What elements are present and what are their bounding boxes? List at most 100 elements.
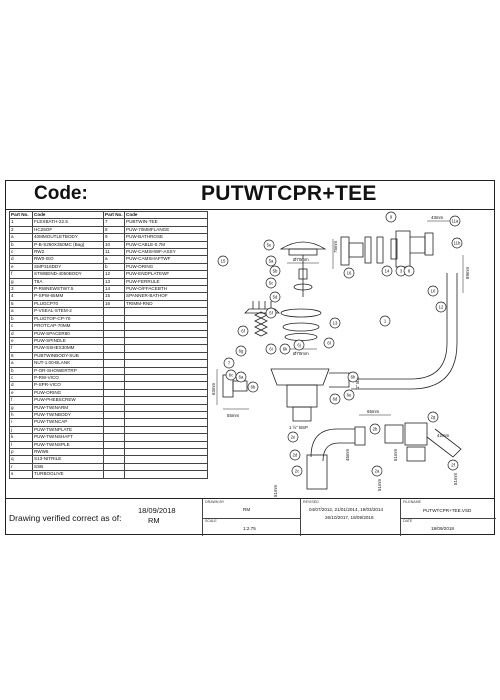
verified-text: Drawing verified correct as of: (9, 513, 122, 523)
trim-ring (376, 236, 384, 264)
part-number-cell: b (103, 262, 125, 272)
callout-label-5c: 5c (269, 281, 273, 286)
tee-branch (426, 428, 462, 458)
part-code-cell (124, 351, 208, 361)
part-number-cell (103, 403, 125, 412)
callout-label-16: 16 (347, 271, 352, 276)
part-code-cell: P-SPR-VICO (32, 381, 104, 390)
callout-circle-2e (287, 431, 299, 443)
callout-label-3: 3 (400, 269, 403, 274)
part-code-cell: RWW6 (32, 447, 104, 457)
part-number-cell (103, 418, 125, 427)
callout-circle-6k (279, 343, 291, 355)
part-code-cell (124, 433, 208, 442)
callout-circle-8 (403, 265, 415, 277)
part-code-cell (124, 418, 208, 427)
part-code-cell: P-B-S260X350MC (Bag) (32, 240, 104, 250)
hex-nut (244, 308, 280, 314)
code-label: Code: (34, 183, 88, 204)
part-code-cell: PLUGTOP-CP-70 (32, 314, 104, 324)
dim-51d: 51mm (393, 448, 398, 461)
part-code-cell: PUW-SPACER80 (32, 329, 104, 338)
plug-body (288, 248, 318, 256)
verified-date: 18/09/2018 (138, 506, 176, 515)
part-number-cell: p (9, 447, 33, 457)
callout-circle-5b (269, 265, 281, 277)
revised-cell: REVISED 04/07/2012, 21/01/2014, 19/03/20… (300, 499, 401, 536)
part-code-cell: FLEXBATH-22.5 (32, 218, 104, 227)
part-number-cell: c (9, 322, 33, 331)
flange-spacer (348, 242, 364, 258)
plug-spindle (298, 268, 308, 280)
callout-label-6h: 6h (351, 375, 356, 380)
drawn-by-label: DRAWN BY (205, 500, 225, 504)
part-code-cell (124, 307, 208, 316)
callout-circle-11a (449, 215, 461, 227)
part-code-cell: PUW-TWINPLATE (32, 425, 104, 435)
part-code-cell: PUW-CAMSHAFTWF (124, 255, 208, 264)
part-number-cell (103, 336, 125, 346)
drawing-sheet: Code: PUTWTCPR+TEE Part No. Code Part No… (5, 180, 496, 536)
part-code-cell (124, 440, 208, 450)
part-code-cell: PUW-TWINBODY (32, 410, 104, 420)
part-code-cell (124, 329, 208, 338)
part-number-cell: d (9, 381, 33, 390)
part-number-cell (103, 366, 125, 375)
tee-outlet (406, 446, 426, 462)
callout-circle-6g (235, 345, 247, 357)
bend-elbow (310, 428, 355, 458)
verified-initials: RM (148, 516, 160, 525)
part-number-cell (103, 359, 125, 368)
part-number-cell: f (9, 344, 33, 353)
part-number-cell: 7 (103, 218, 125, 227)
part-code-cell: PUW-PHEBSCREW (32, 396, 104, 405)
part-number-cell: 8 (103, 225, 125, 235)
callout-label-2g: 2g (431, 415, 436, 420)
callout-label-6k: 6k (283, 347, 288, 352)
callout-label-6d: 6d (333, 397, 338, 402)
waste-body (286, 384, 318, 408)
callout-label-11b: 11b (454, 241, 461, 246)
waste-branch (329, 372, 350, 388)
spring (254, 311, 268, 337)
part-number-cell (103, 381, 125, 390)
callout-circle-6j (293, 339, 305, 351)
part-number-cell: h (9, 410, 33, 420)
part-number-cell: g (9, 277, 33, 287)
endplate (424, 232, 434, 256)
date-value: 18/09/2018 (431, 526, 454, 531)
part-number-cell: f (9, 396, 33, 405)
dimension-text: 43mm Ø70mm Ø70mm 75mm 89mm 63mm 55mm 65m… (211, 215, 470, 497)
part-code-cell (124, 470, 208, 479)
callout-label-12: 12 (439, 305, 444, 310)
part-code-cell (124, 447, 208, 457)
revised-label: REVISED (303, 500, 319, 504)
part-number-cell (103, 329, 125, 338)
callout-label-6b: 6b (251, 385, 256, 390)
header-part-no-2: Part No. (103, 210, 125, 220)
part-number-cell (103, 388, 125, 398)
part-number-cell: a (103, 255, 125, 264)
part-code-cell: T8A (32, 277, 104, 287)
plug-top (279, 241, 327, 250)
part-code-cell (124, 322, 208, 331)
callout-label-6i: 6i (269, 347, 272, 352)
part-number-cell: k (9, 433, 33, 442)
callout-circle-5e (263, 239, 275, 251)
callout-circle-2g (427, 411, 439, 423)
part-code-cell: PUW-O/FFACEBTH (124, 285, 208, 294)
